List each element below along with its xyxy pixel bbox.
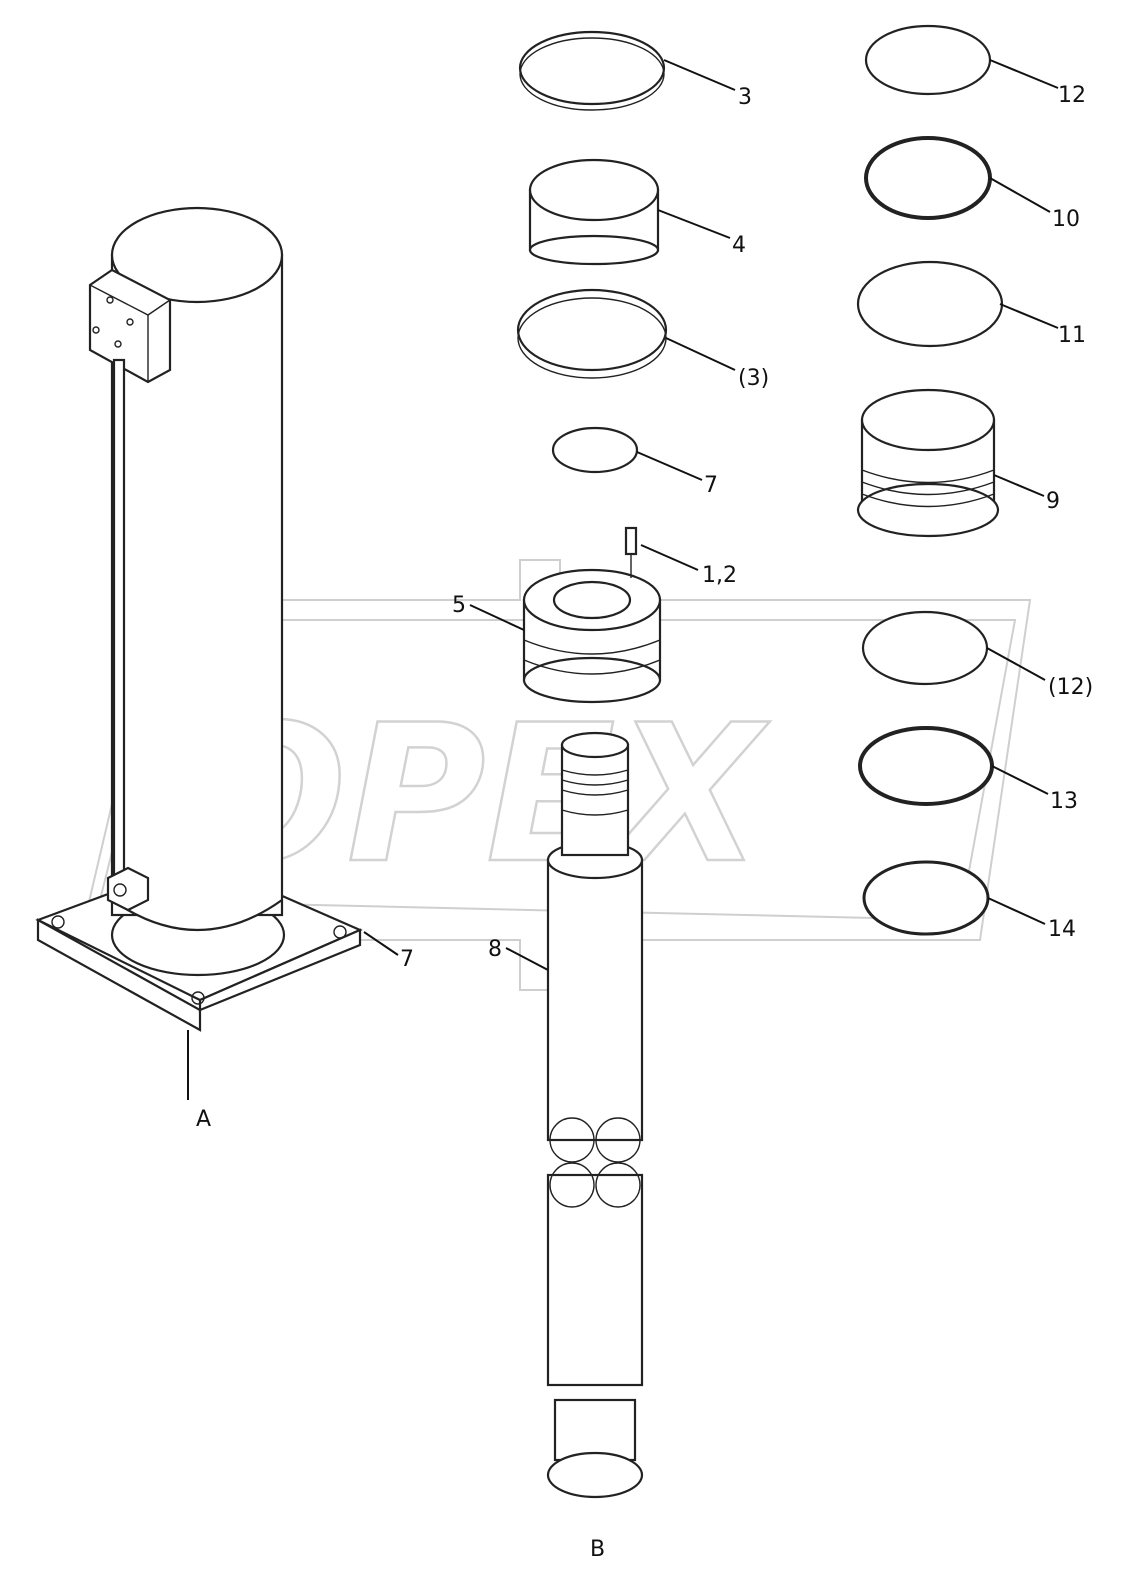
ring-4 [528,158,660,222]
callout-9: 9 [1046,489,1060,514]
ring-3 [518,30,666,106]
callout-8: 8 [488,937,502,962]
callout-12: 12 [1058,83,1086,108]
callout-labels: 3 4 (3) 7 12 10 11 9 (12) 13 14 1,2 5 7 … [196,83,1093,1562]
ring-12b [861,610,989,686]
callout-3b: (3) [738,366,769,391]
ring-11 [856,260,1004,348]
ring-12 [864,24,992,96]
callout-11: 11 [1058,323,1086,348]
callout-3: 3 [738,85,752,110]
ring-13 [858,726,994,806]
rings [516,24,1004,936]
ring-7 [551,426,639,474]
callout-4: 4 [732,233,746,258]
callout-1-2: 1,2 [702,563,737,588]
ring-3b [516,288,668,372]
callout-12b: (12) [1048,675,1093,700]
ring-14 [862,860,990,936]
piston-rod [546,731,644,1499]
callout-5: 5 [452,593,466,618]
ring-10 [864,136,992,220]
callout-B: B [590,1537,605,1562]
cylinder-barrel [35,206,363,1032]
gland-9 [856,388,1000,538]
callout-A: A [196,1107,211,1132]
leader-lines [187,59,1059,1100]
callout-7b: 7 [400,947,414,972]
callout-13: 13 [1050,789,1078,814]
piston [522,526,662,704]
callout-10: 10 [1052,207,1080,232]
callout-14: 14 [1048,917,1076,942]
callout-7a: 7 [704,473,718,498]
